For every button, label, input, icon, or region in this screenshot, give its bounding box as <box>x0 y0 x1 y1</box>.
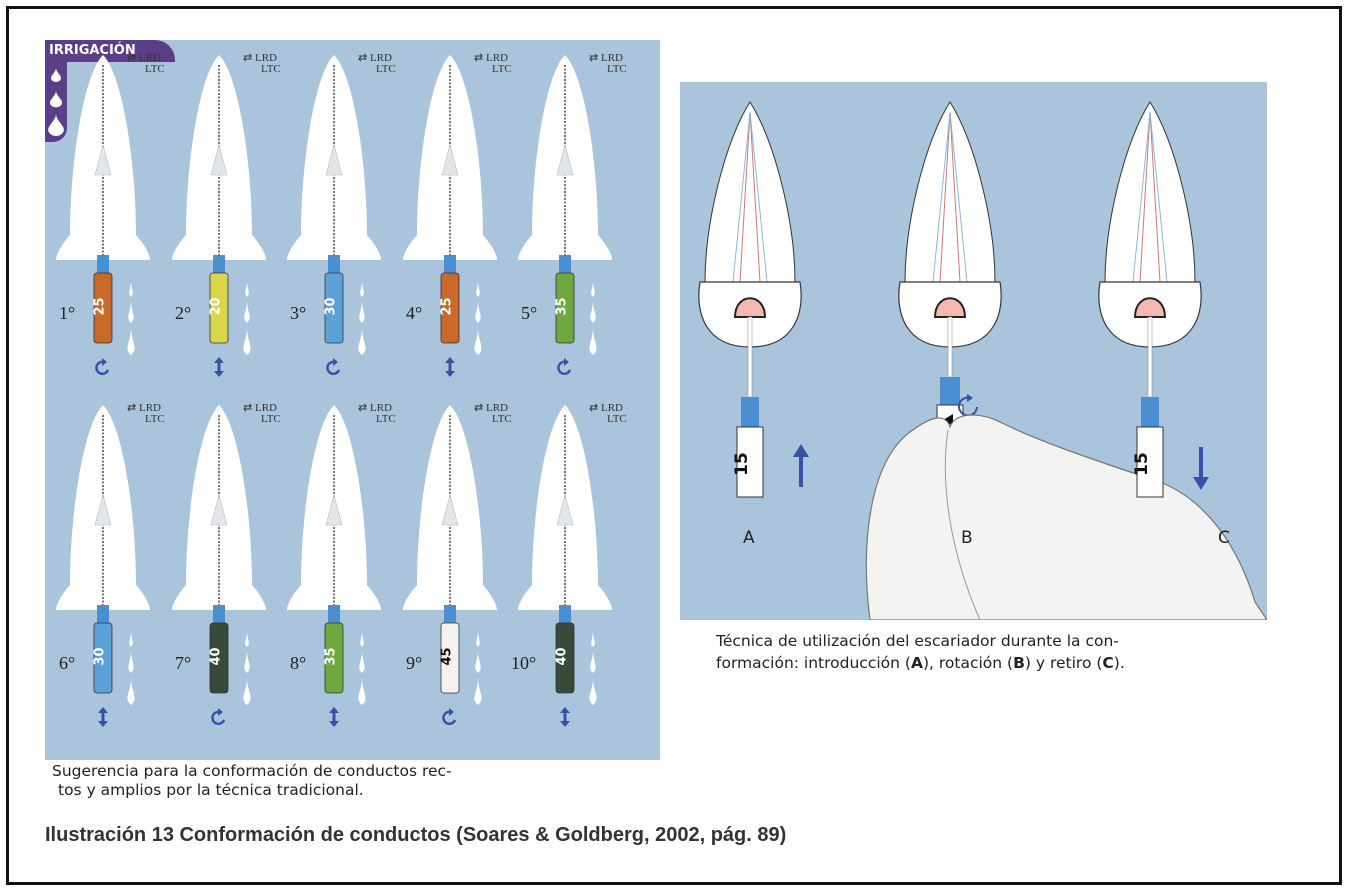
rotation-motion-icon <box>93 355 113 379</box>
rotation-motion-icon <box>555 355 575 379</box>
step-order-label: 7° <box>175 653 191 674</box>
file-size-label: 35 <box>324 647 339 665</box>
tooth-and-file <box>286 45 404 385</box>
tooth-a <box>699 102 801 497</box>
tooth-and-file <box>55 45 173 385</box>
file-size-label: 25 <box>440 297 455 315</box>
tooth-and-file <box>402 395 520 735</box>
rotation-motion-icon <box>324 355 344 379</box>
file-size-a: 15 <box>732 452 752 476</box>
file-size-label: 30 <box>324 297 339 315</box>
tooth-and-file <box>55 395 173 735</box>
step-order-label: 5° <box>521 303 537 324</box>
file-size-label: 45 <box>440 647 455 665</box>
tooth-and-file <box>286 395 404 735</box>
vertical-motion-icon <box>324 705 344 729</box>
tooth-b <box>899 102 1001 435</box>
tooth-c <box>1099 102 1201 497</box>
step-order-label: 3° <box>290 303 306 324</box>
step-order-label: 2° <box>175 303 191 324</box>
tooth-and-file <box>402 45 520 385</box>
step-label-a: A <box>743 528 755 548</box>
file-size-c: 15 <box>1132 452 1152 476</box>
rotation-motion-icon <box>209 705 229 729</box>
right-caption: Técnica de utilización del escariador du… <box>716 630 1276 674</box>
step-order-label: 8° <box>290 653 306 674</box>
right-caption-line-1: Técnica de utilización del escariador du… <box>716 630 1276 652</box>
withdraw-arrow <box>1193 447 1209 490</box>
file-size-label: 20 <box>209 297 224 315</box>
vertical-motion-icon <box>209 355 229 379</box>
step-order-label: 1° <box>59 303 75 324</box>
file-size-label: 40 <box>209 647 224 665</box>
step-order-label: 6° <box>59 653 75 674</box>
left-caption-line-2: tos y amplios por la técnica tradicional… <box>52 781 612 800</box>
left-caption-line-1: Sugerencia para la conformación de condu… <box>52 762 612 781</box>
reamer-illustration <box>680 82 1267 620</box>
rotation-motion-icon <box>440 705 460 729</box>
tooth-and-file <box>171 45 289 385</box>
file-size-label: 40 <box>555 647 570 665</box>
step-label-b: B <box>961 528 973 548</box>
vertical-motion-icon <box>93 705 113 729</box>
figure-caption: Ilustración 13 Conformación de conductos… <box>45 824 786 847</box>
file-size-label: 25 <box>93 297 108 315</box>
vertical-motion-icon <box>555 705 575 729</box>
step-label-c: C <box>1218 528 1230 548</box>
insert-arrow <box>793 444 809 487</box>
reamer-technique-panel: 15 15 A B C <box>680 82 1267 620</box>
tooth-and-file <box>517 45 635 385</box>
vertical-motion-icon <box>440 355 460 379</box>
step-order-label: 9° <box>406 653 422 674</box>
tooth-and-file <box>171 395 289 735</box>
step-order-label: 4° <box>406 303 422 324</box>
step-order-label: 10° <box>511 653 536 674</box>
tooth-and-file <box>517 395 635 735</box>
left-caption: Sugerencia para la conformación de condu… <box>52 762 612 800</box>
right-caption-line-2: formación: introducción (A), rotación (B… <box>716 652 1276 674</box>
gloved-hand <box>866 415 1267 620</box>
file-size-label: 30 <box>93 647 108 665</box>
file-size-label: 35 <box>555 297 570 315</box>
